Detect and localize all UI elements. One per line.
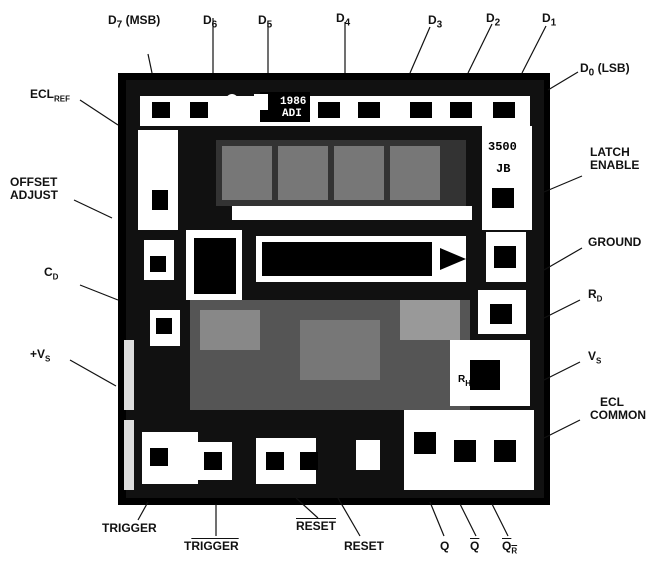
label-qr-bar: QR xyxy=(502,539,518,556)
top-pad-row xyxy=(140,92,530,126)
analog-section xyxy=(190,300,470,410)
label-d1: D1 xyxy=(542,11,557,29)
label-reset-bar: RESET xyxy=(296,519,337,533)
label-q: Q xyxy=(440,539,450,553)
comparator-array xyxy=(186,230,466,300)
label-d0-lsb: D0 (LSB) xyxy=(580,61,630,79)
die-part-text: 3500 xyxy=(488,140,517,154)
label-ground: GROUND xyxy=(588,235,642,249)
die-maker-text: ADI xyxy=(282,108,302,120)
label-d3: D3 xyxy=(428,13,443,31)
label-cd: CD xyxy=(44,265,59,282)
label-ecl-ref: ECLREF xyxy=(30,87,70,104)
label-plus-vs: +VS xyxy=(30,347,51,364)
die-rh-text: RH xyxy=(458,374,471,388)
die-rev-text: JB xyxy=(496,162,510,176)
label-trigger-bar: TRIGGER xyxy=(184,539,239,553)
label-vs: VS xyxy=(588,349,602,366)
label-d2: D2 xyxy=(486,11,501,29)
right-pads xyxy=(450,232,530,406)
right-block xyxy=(482,126,532,230)
left-pads xyxy=(124,130,180,490)
label-rd: RD xyxy=(588,287,603,304)
label-trigger: TRIGGER xyxy=(102,521,157,535)
leader-lines xyxy=(69,18,583,537)
label-q-bar: Q xyxy=(470,539,480,553)
bottom-pads xyxy=(142,410,534,490)
label-d5: D5 xyxy=(258,13,273,31)
die-year-text: 1986 xyxy=(280,96,306,108)
latch-array xyxy=(216,140,472,220)
label-reset: RESET xyxy=(344,539,385,553)
die-markings: 1986 ADI 3500 JB RH xyxy=(226,94,517,388)
label-d4: D4 xyxy=(336,11,351,29)
label-d6: D6 xyxy=(203,13,218,31)
label-d7-msb: D7 (MSB) xyxy=(108,13,161,31)
